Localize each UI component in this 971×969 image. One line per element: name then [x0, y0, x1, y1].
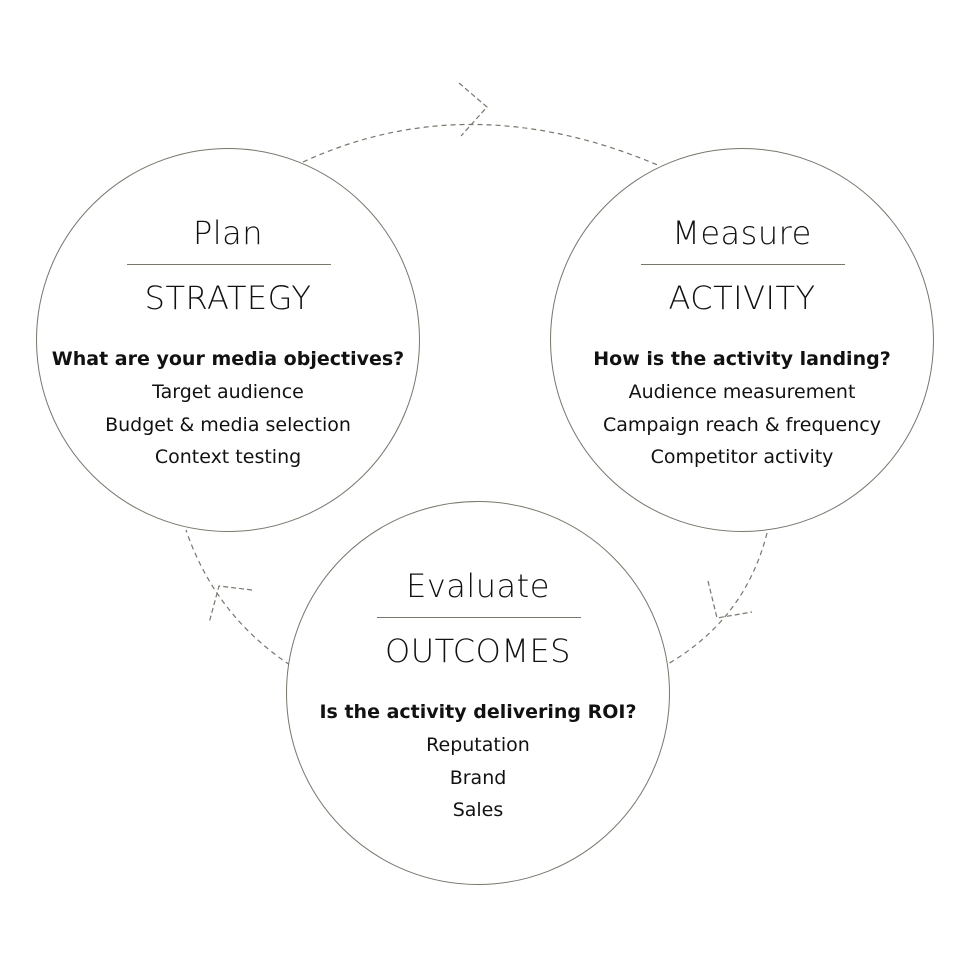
list-item: Audience measurement	[628, 381, 856, 403]
node-measure: Measure ACTIVITY How is the activity lan…	[550, 148, 934, 532]
node-evaluate: Evaluate OUTCOMES Is the activity delive…	[286, 501, 670, 885]
measure-items: Audience measurement Campaign reach & fr…	[551, 376, 933, 474]
list-item: Reputation	[426, 734, 530, 756]
plan-title: Plan	[192, 214, 264, 252]
plan-subtitle: STRATEGY	[144, 279, 312, 317]
list-item: Target audience	[152, 381, 304, 403]
arrowhead-measure-to-evaluate	[707, 580, 753, 619]
list-item: Sales	[452, 799, 504, 821]
list-item: Context testing	[154, 446, 302, 468]
measure-divider	[641, 264, 845, 265]
connector-measure-to-evaluate	[665, 532, 768, 666]
arrowhead-plan-to-measure	[458, 82, 488, 137]
evaluate-question: Is the activity delivering ROI?	[319, 701, 637, 723]
plan-question: What are your media objectives?	[51, 348, 405, 370]
arrowhead-evaluate-to-plan	[208, 585, 253, 624]
list-item: Campaign reach & frequency	[603, 413, 881, 436]
list-item: Brand	[449, 766, 507, 789]
plan-divider	[127, 264, 331, 265]
evaluate-divider	[377, 617, 581, 618]
measure-question: How is the activity landing?	[593, 348, 891, 370]
list-item: Competitor activity	[650, 446, 834, 468]
connector-evaluate-to-plan	[185, 529, 291, 666]
connector-plan-to-measure	[302, 123, 661, 167]
measure-title: Measure	[672, 214, 812, 252]
list-item: Budget & media selection	[105, 413, 351, 436]
node-plan: Plan STRATEGY What are your media object…	[36, 148, 420, 532]
evaluate-items: Reputation Brand Sales	[287, 729, 669, 827]
evaluate-subtitle: OUTCOMES	[385, 632, 571, 670]
measure-subtitle: ACTIVITY	[668, 279, 816, 317]
plan-items: Target audience Budget & media selection…	[37, 376, 419, 474]
evaluate-title: Evaluate	[406, 567, 550, 605]
